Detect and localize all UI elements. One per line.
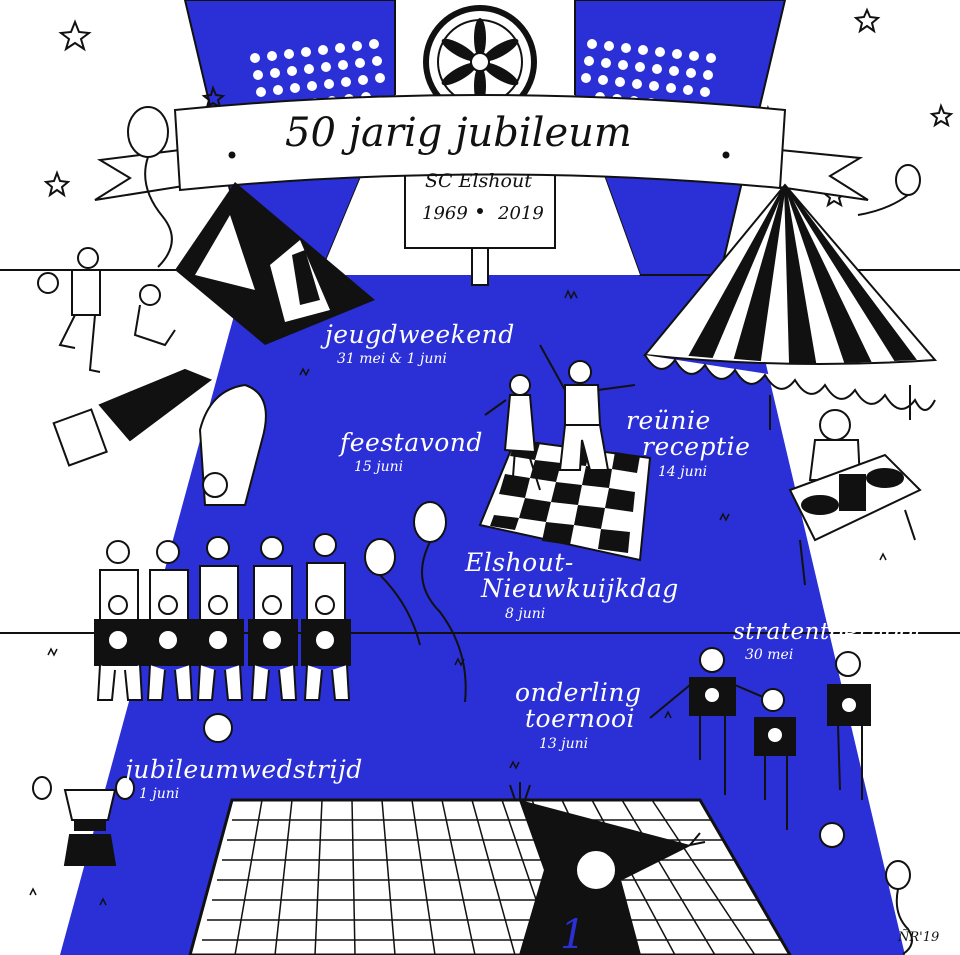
event-elshout-nieuwkuijkdag: Elshout- Nieuwkuijkdag 8 juni [465,548,679,622]
event-reunie-receptie: reünie receptie 14 juni [620,406,751,480]
event-onderling-toernooi: onderling toernooi 13 juni [515,678,642,752]
trophy [63,789,117,866]
field-right-white [745,268,960,955]
balloons [32,106,921,955]
event-name: jubileumwedstrijd [125,755,363,784]
circus-tent [643,183,938,430]
event-date: 13 juni [539,735,589,752]
dancing-couple [484,344,636,491]
event-name-line2: toernooi [525,704,636,734]
event-name-line1: onderling [515,678,642,707]
event-name-line2: Nieuwkuijkdag [481,574,679,604]
club-emblem-wheel [423,5,537,119]
event-date: 31 mei & 1 juni [337,351,447,368]
camping-tent [175,182,375,345]
event-name-line1: Elshout- [465,548,574,577]
goalkeeper [509,782,706,955]
year-end: 2019 [498,203,544,224]
event-name-line1: reünie [626,406,711,435]
event-name-line2: receptie [642,432,751,462]
grass-tufts [29,289,887,906]
dj-booth [788,409,922,586]
event-date: 8 juni [505,605,546,622]
event-jeugdweekend: jeugdweekend 31 mei & 1 juni [325,320,515,368]
football-goal [188,798,792,955]
event-date: 1 juni [139,786,180,803]
floodlight-right [581,39,716,112]
event-jubileumwedstrijd: jubileumwedstrijd 1 juni [125,755,363,803]
ribbon-banner [94,94,869,214]
artist-signature: ÑR'19 [898,930,940,945]
kid-with-ball [37,247,176,373]
event-date: 14 juni [658,463,708,480]
sleeping-bags [52,368,267,506]
children-football [649,647,871,848]
team-photo-players [94,533,351,743]
banner-title: 50 jarig jubileum [285,110,632,156]
event-feestavond: feestavond 15 juni [340,428,483,476]
event-name: jeugdweekend [325,320,515,349]
event-name: stratentoernooi [733,619,922,645]
club-name: SC Elshout [425,170,532,192]
year-start: 1969 [422,203,468,224]
event-name: feestavond [340,428,483,457]
goalkeeper-number: 1 [560,912,585,955]
event-date: 30 mei [745,647,794,664]
event-date: 15 juni [354,459,404,476]
event-stratentoernooi: stratentoernooi 30 mei [733,620,921,663]
